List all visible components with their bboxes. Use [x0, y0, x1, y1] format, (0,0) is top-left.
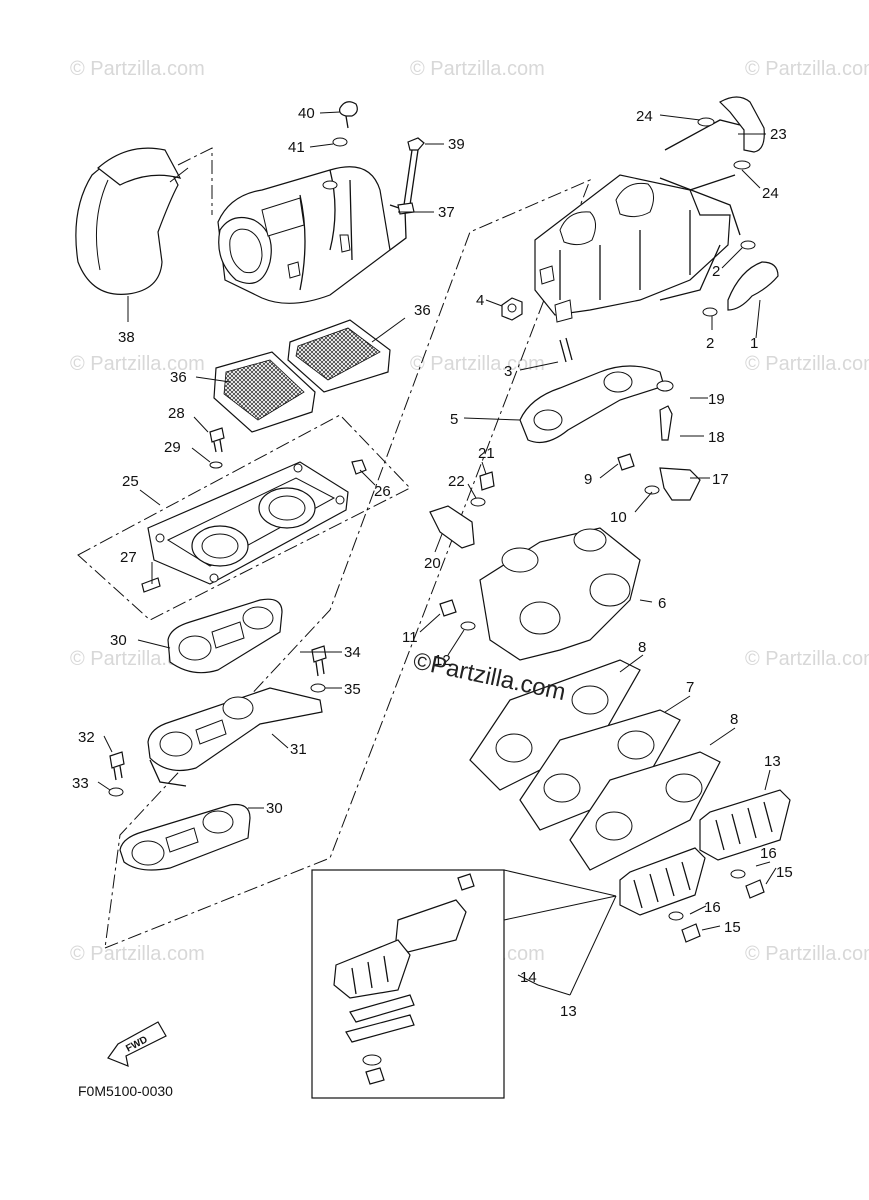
callout-20: 20	[424, 555, 441, 572]
callout-24-bottom: 24	[762, 185, 779, 202]
gasket-8-lower-part	[569, 751, 721, 871]
intake-duct-part	[75, 147, 213, 295]
callout-11: 11	[402, 629, 418, 646]
gasket-31-part	[147, 687, 323, 787]
carburetor-part	[534, 119, 741, 323]
gasket-8-upper-part	[469, 659, 641, 791]
callout-9: 9	[584, 471, 592, 488]
gasket-5-part	[519, 365, 665, 443]
callout-5: 5	[450, 411, 458, 428]
watermark-text: © Partzilla.com	[410, 353, 545, 375]
callout-23: 23	[770, 126, 787, 143]
callout-28: 28	[168, 405, 185, 422]
callout-37: 37	[438, 204, 455, 221]
callout-22: 22	[448, 473, 465, 490]
watermark-text: © Partzilla.com	[70, 353, 205, 375]
hose-23-part	[697, 96, 765, 170]
cap-40-part	[332, 101, 358, 147]
callout-labels: 40 41 39 37 38 36 36 28 29 25 26 27 30 3…	[72, 105, 793, 1020]
watermark-layer: © Partzilla.com © Partzilla.com © Partzi…	[70, 58, 869, 965]
gasket-30-lower-part	[119, 803, 251, 871]
filter-screen-part	[213, 319, 391, 433]
callout-8-upper: 8	[638, 639, 646, 656]
callout-33: 33	[72, 775, 89, 792]
callout-10: 10	[610, 509, 627, 526]
watermark-text: © Partzilla.com	[70, 58, 205, 80]
callout-6: 6	[658, 595, 666, 612]
reed-valve-upper-part	[699, 789, 791, 861]
watermark-text: © Partzilla.com	[745, 58, 869, 80]
callout-16-lower: 16	[704, 899, 721, 916]
callout-34: 34	[344, 644, 361, 661]
fwd-label: FWD	[124, 1034, 149, 1054]
callout-13-upper: 13	[764, 753, 781, 770]
watermark-text: © Partzilla.com	[70, 943, 205, 965]
callout-29: 29	[164, 439, 181, 456]
callout-16-upper: 16	[760, 845, 777, 862]
air-box-part	[217, 166, 407, 304]
callout-30-upper: 30	[110, 632, 127, 649]
callout-38: 38	[118, 329, 135, 346]
bolt-39-part	[397, 137, 425, 215]
screw-15-part	[668, 869, 765, 943]
watermark-text: © Partzilla.com	[745, 943, 869, 965]
watermark-main: ©Partzilla.com	[411, 647, 568, 706]
callout-36-right: 36	[414, 302, 431, 319]
callout-2-lower: 2	[706, 335, 714, 352]
bolt-32-part	[108, 751, 125, 797]
callout-17: 17	[712, 471, 729, 488]
callout-14: 14	[520, 969, 537, 986]
callout-36-left: 36	[170, 369, 187, 386]
callout-40: 40	[298, 105, 315, 122]
callout-27: 27	[120, 549, 137, 566]
callout-1: 1	[750, 335, 758, 352]
callout-41: 41	[288, 139, 305, 156]
watermark-text: © Partzilla.com	[410, 58, 545, 80]
gasket-7-part	[519, 709, 681, 831]
callout-24-top: 24	[636, 108, 653, 125]
callout-18: 18	[708, 429, 725, 446]
reed-detail-inset	[311, 869, 617, 1099]
watermark-text: © Partzilla.com	[745, 353, 869, 375]
reed-valve-lower-part	[619, 847, 706, 916]
intake-plate-part	[77, 414, 411, 621]
callout-19: 19	[708, 391, 725, 408]
gasket-30-upper-part	[167, 598, 283, 674]
leader-lines	[97, 111, 777, 996]
callout-12: 12	[434, 652, 451, 669]
callout-4: 4	[476, 292, 484, 309]
callout-3: 3	[504, 363, 512, 380]
bracket-20-part	[429, 471, 495, 549]
stud-3-part	[559, 337, 573, 363]
fwd-arrow-icon: FWD	[107, 1021, 167, 1067]
bolt-34-part	[310, 645, 327, 693]
hose-1-part	[702, 240, 779, 317]
callout-15-lower: 15	[724, 919, 741, 936]
callout-39: 39	[448, 136, 465, 153]
callout-7: 7	[686, 679, 694, 696]
callout-26: 26	[374, 483, 391, 500]
watermark-text: © Partzilla.com	[745, 648, 869, 670]
callout-21: 21	[478, 445, 495, 462]
callout-32: 32	[78, 729, 95, 746]
callout-15-upper: 15	[776, 864, 793, 881]
callout-35: 35	[344, 681, 361, 698]
callout-13-lower: 13	[560, 1003, 577, 1020]
callout-31: 31	[290, 741, 307, 758]
diagram-code: F0M5100-0030	[78, 1083, 173, 1099]
callout-8-lower: 8	[730, 711, 738, 728]
nut-4-part	[501, 297, 523, 321]
bracket-17-part	[617, 380, 701, 501]
callout-30-lower: 30	[266, 800, 283, 817]
callout-2-upper: 2	[712, 263, 720, 280]
intake-manifold-part	[439, 527, 641, 661]
callout-25: 25	[122, 473, 139, 490]
group-outline	[104, 179, 591, 949]
